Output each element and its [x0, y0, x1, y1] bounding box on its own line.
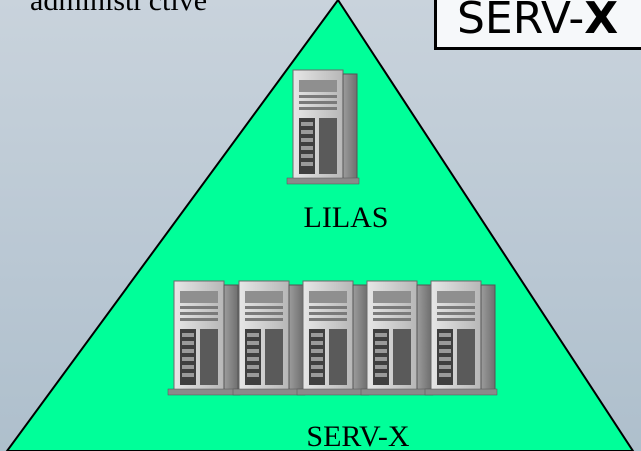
- server-icon: [360, 280, 434, 396]
- serv-x-label: SERV-X: [306, 420, 410, 451]
- lilas-label: LILAS: [304, 201, 389, 234]
- title-box: SERV-X: [434, 0, 641, 50]
- title-suffix: X: [584, 0, 619, 44]
- server-icon: [424, 280, 498, 396]
- lilas-server-icon: [286, 69, 360, 185]
- serv-x-server-cluster: [167, 280, 498, 396]
- server-icon: [167, 280, 241, 396]
- title-prefix: SERV-: [457, 0, 585, 44]
- top-label: administr'ctive: [30, 0, 208, 17]
- server-icon: [296, 280, 370, 396]
- server-icon: [232, 280, 306, 396]
